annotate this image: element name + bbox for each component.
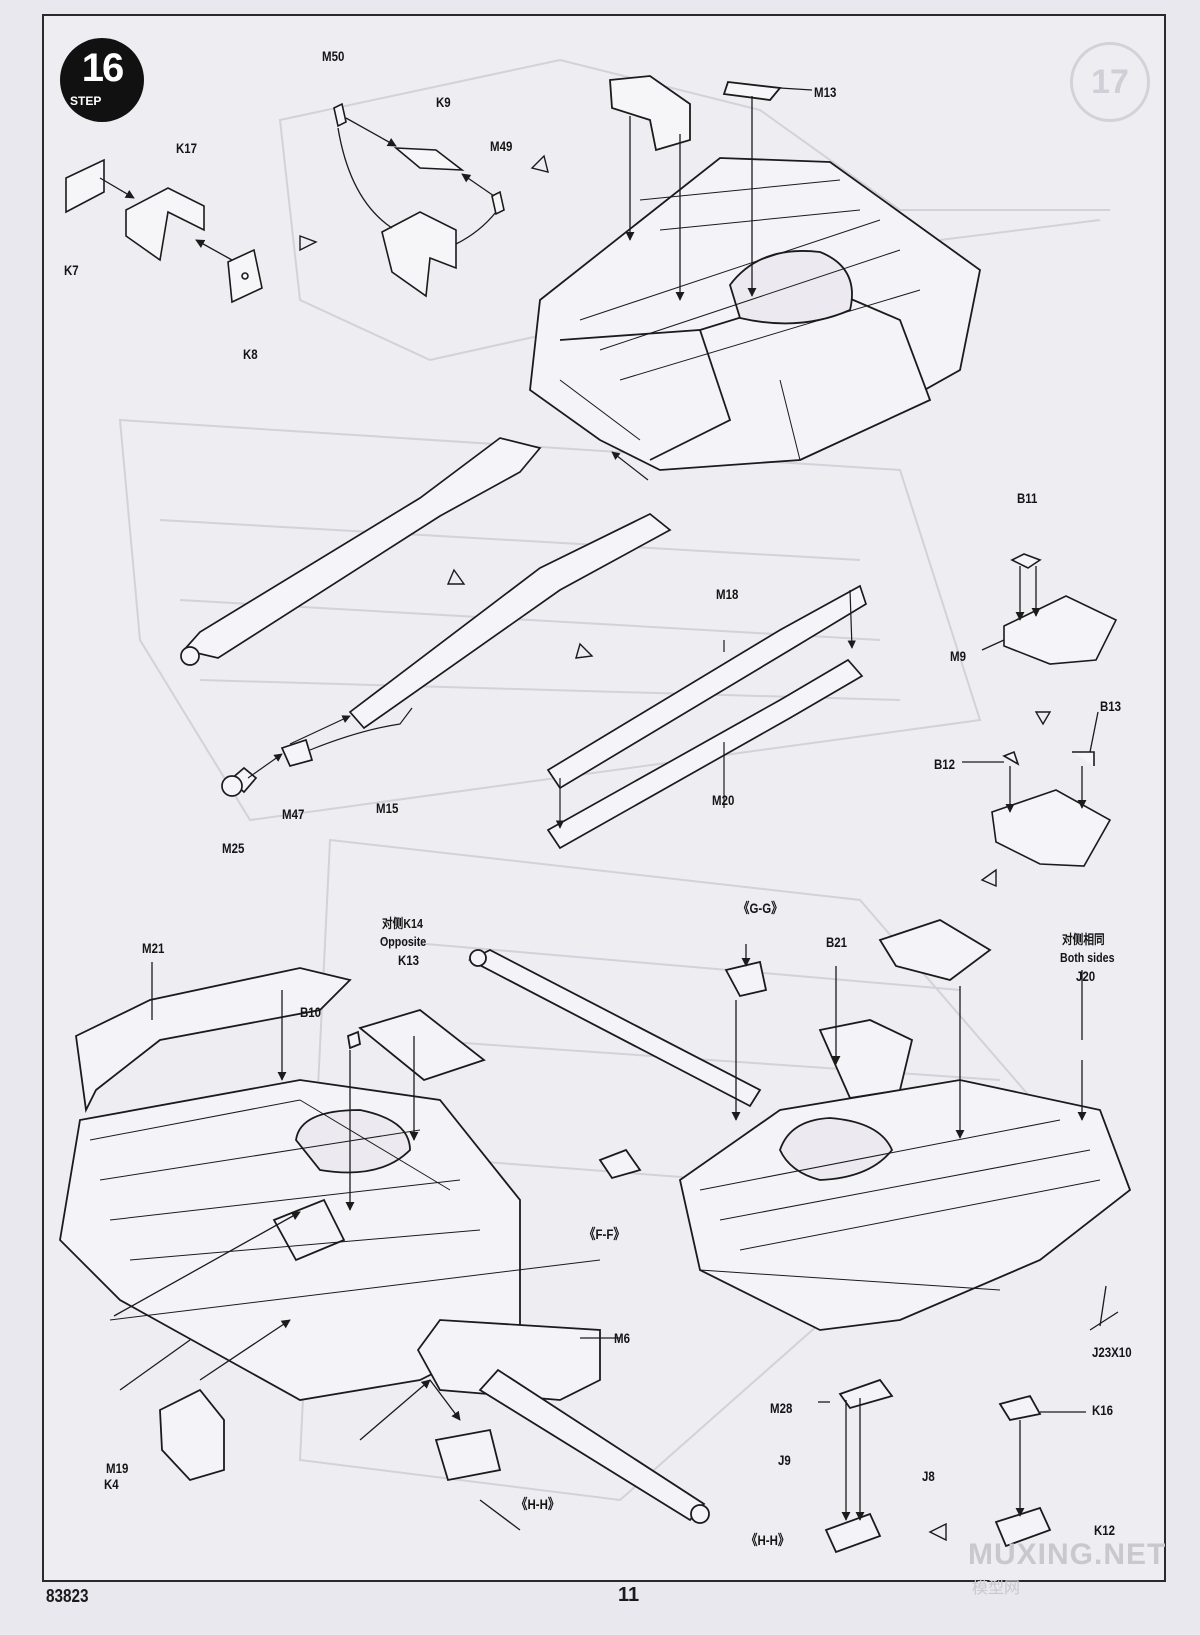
part-label-k17: K17 [176,140,198,156]
lower-right-turret [468,919,1132,1554]
faint-next-step-badge: 17 [1070,42,1150,122]
part-label-m25: M25 [222,840,245,856]
part-label-m9: M9 [950,648,966,664]
product-code: 83823 [46,1586,89,1606]
part-label-j8: J8 [922,1468,935,1484]
watermark-main: MUXING.NET [968,1538,1167,1571]
step-number: 16 [81,46,125,90]
part-label-m47: M47 [282,806,305,822]
upper-turret [529,75,981,471]
m50-k9-m49-group [333,102,505,298]
part-label-b12: B12 [934,756,956,772]
part-label-k13: K13 [398,952,420,968]
watermark-sub: 模型网 [972,1580,1021,1597]
page-number: 11 [618,1584,640,1606]
opposite-note-cn: 对侧K14 [382,916,423,931]
part-label-m20: M20 [712,792,735,808]
part-label-m19: M19 [106,1460,129,1476]
section-label-h-h-left: 《H-H》 [516,1496,560,1512]
part-label-m15: M15 [376,800,399,816]
part-label-m28: M28 [770,1400,793,1416]
part-label-j23x10: J23X10 [1092,1344,1132,1360]
part-label-m50: M50 [322,48,345,64]
part-label-b11: B11 [1017,490,1038,506]
m9-b11-group [991,553,1118,867]
k17-bracket-group [65,158,263,304]
lower-left-turret [59,967,710,1524]
part-label-b21: B21 [826,934,848,950]
part-label-b10: B10 [300,1004,322,1020]
part-label-m49: M49 [490,138,513,154]
part-label-k9: K9 [436,94,451,110]
part-label-j20: J20 [1076,968,1096,984]
part-label-k7: K7 [64,262,79,278]
main-gun-barrel-upper [180,437,868,850]
step-number-badge: 16 STEP [60,38,144,122]
both-sides-note-en: Both sides [1060,950,1115,965]
part-label-m18: M18 [716,586,739,602]
part-label-m21: M21 [142,940,165,956]
part-label-k4: K4 [104,1476,119,1492]
part-label-m6: M6 [614,1330,630,1346]
part-label-m13: M13 [814,84,837,100]
part-label-k16: K16 [1092,1402,1114,1418]
step-word-label: STEP [70,94,102,108]
section-label-h-h-right: 《H-H》 [746,1532,790,1548]
section-label-g-g: 《G-G》 [738,900,783,916]
section-label-f-f: 《F-F》 [584,1226,625,1242]
part-label-b13: B13 [1100,698,1122,714]
part-label-k12: K12 [1094,1522,1116,1538]
part-label-k8: K8 [243,346,258,362]
both-sides-note-cn: 对侧相同 [1062,932,1105,947]
opposite-note-en: Opposite [380,934,427,949]
part-label-j9: J9 [778,1452,791,1468]
